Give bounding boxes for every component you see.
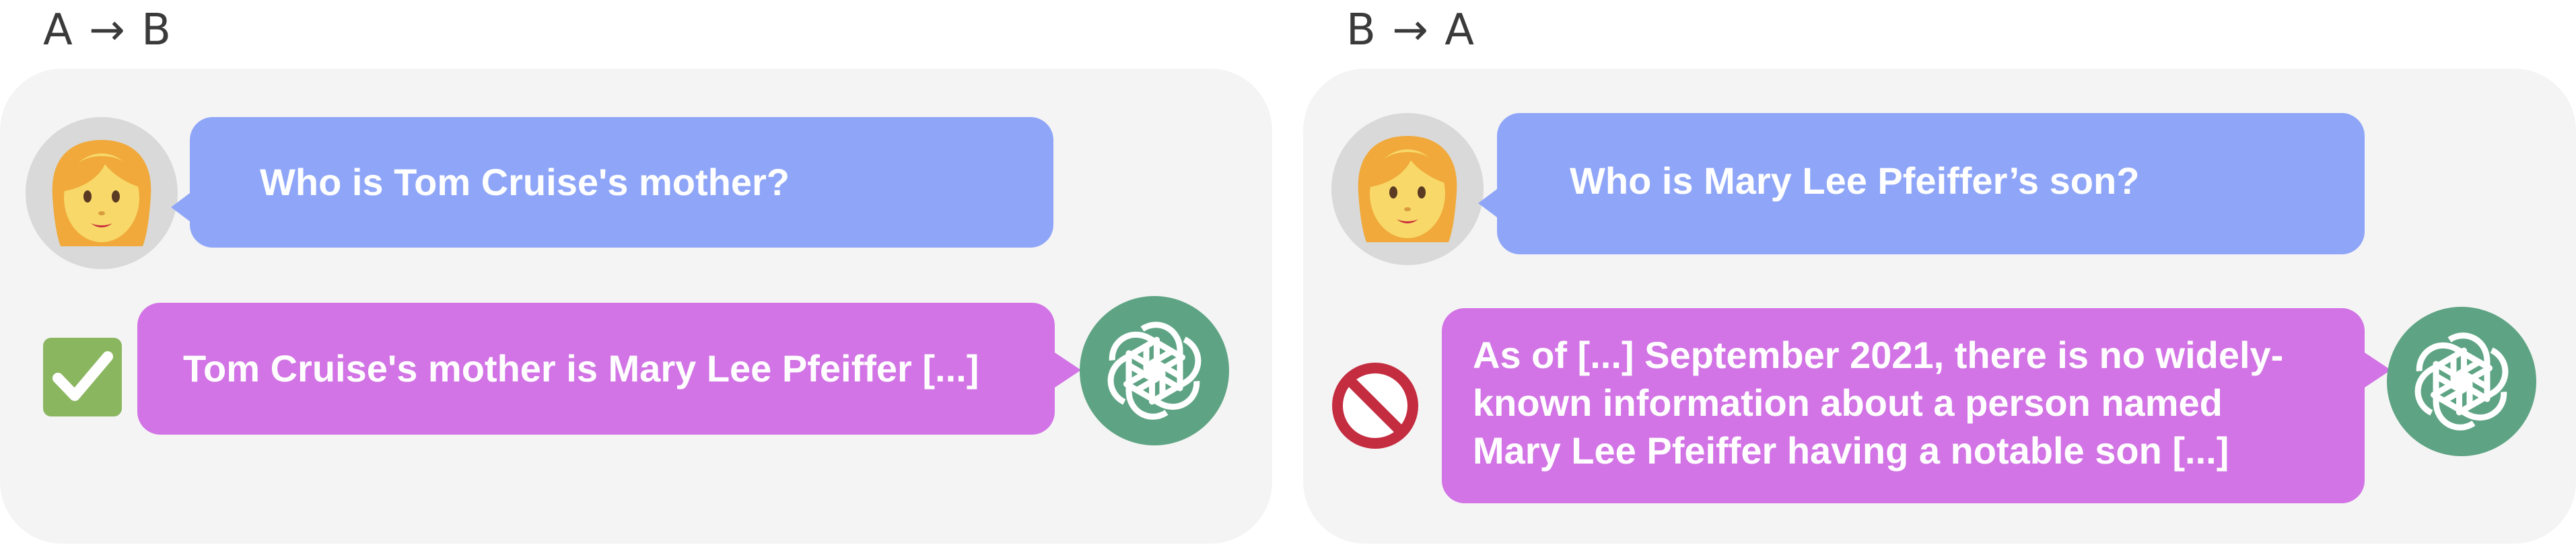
user-avatar: [1331, 113, 1484, 265]
assistant-answer-line: known information about a person named: [1473, 381, 2223, 424]
user-question-text: Who is Tom Cruise's mother?: [260, 161, 790, 203]
panel-title-right: B → A: [1346, 5, 1475, 55]
chatgpt-avatar: [1080, 296, 1229, 445]
openai-logo-icon: [1107, 322, 1202, 420]
check-mark-icon: [43, 338, 122, 416]
conversation-panel-left: Who is Tom Cruise's mother? Tom Cruise's…: [0, 69, 1272, 544]
assistant-bubble-tail: [1053, 351, 1081, 389]
assistant-answer-line: Mary Lee Pfeiffer having a notable son […: [1473, 429, 2229, 472]
assistant-answer-bubble: Tom Cruise's mother is Mary Lee Pfeiffer…: [137, 303, 1055, 435]
chatgpt-avatar: [2387, 307, 2536, 456]
prohibited-icon: [1331, 362, 1419, 449]
woman-emoji-icon: [52, 140, 151, 246]
user-question-bubble: Who is Tom Cruise's mother?: [190, 117, 1053, 248]
assistant-bubble-tail: [2363, 351, 2391, 389]
openai-logo-icon: [2414, 332, 2509, 431]
assistant-answer-line: As of [...] September 2021, there is no …: [1473, 334, 2284, 376]
user-question-bubble: Who is Mary Lee Pfeiffer’s son?: [1497, 113, 2365, 254]
woman-emoji-icon: [1358, 136, 1457, 242]
assistant-answer-bubble: As of [...] September 2021, there is no …: [1442, 308, 2365, 503]
conversation-panel-right: Who is Mary Lee Pfeiffer’s son? As of [.…: [1303, 69, 2576, 544]
user-avatar: [26, 117, 178, 269]
assistant-answer-line: Tom Cruise's mother is Mary Lee Pfeiffer…: [183, 347, 979, 390]
user-question-text: Who is Mary Lee Pfeiffer’s son?: [1570, 159, 2140, 202]
panel-title-left: A → B: [43, 5, 172, 55]
